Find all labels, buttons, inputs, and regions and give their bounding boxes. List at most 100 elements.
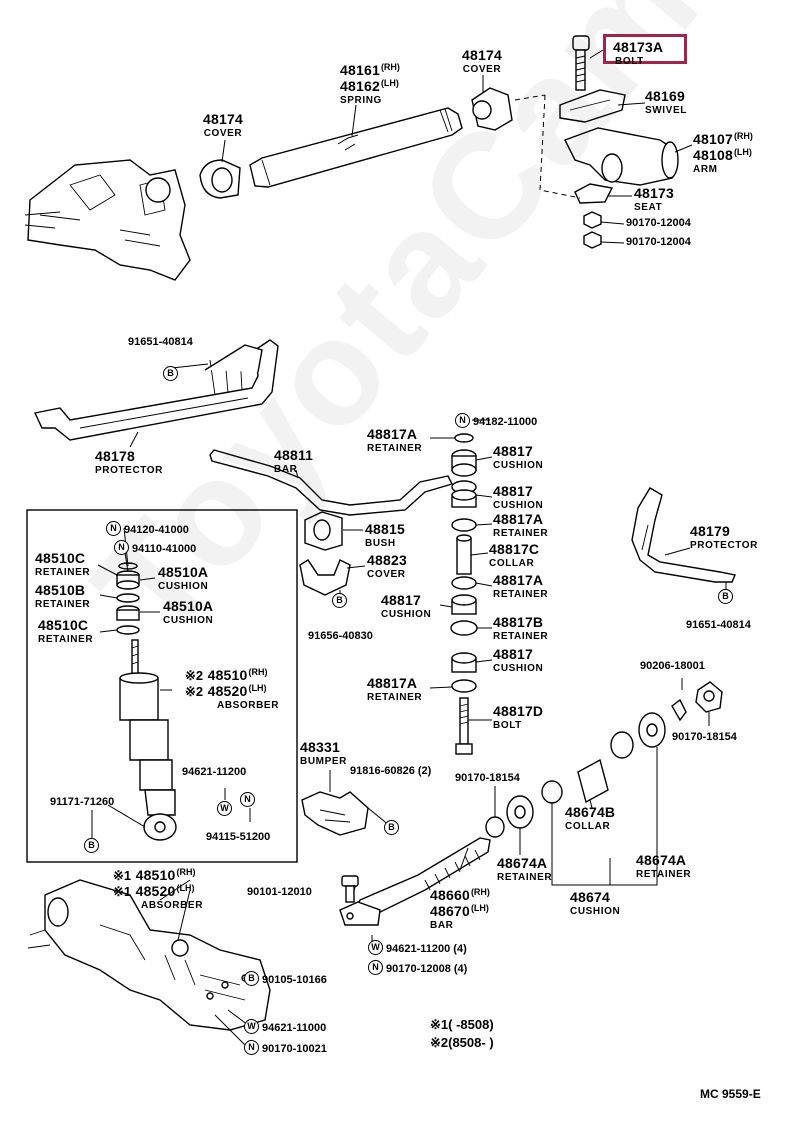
label-48817-2[interactable]: 48817 CUSHION	[493, 484, 543, 511]
part-number: 48510A	[163, 598, 214, 614]
label-48817-4[interactable]: 48817 CUSHION	[493, 647, 543, 674]
label-91656-40830[interactable]: 91656-40830	[308, 630, 373, 642]
side-code: (LH)	[176, 883, 195, 893]
strut-bushing-set	[485, 681, 723, 838]
side-code: (LH)	[470, 903, 489, 913]
label-48674B[interactable]: 48674B COLLAR	[565, 805, 615, 832]
label-94115-51200[interactable]: 94115-51200	[206, 831, 271, 843]
label-94621-11200-a[interactable]: 94621-11200	[182, 766, 247, 778]
label-90170-12004-a[interactable]: 90170-12004	[626, 217, 691, 229]
label-91651-40814-top[interactable]: 91651-40814	[128, 336, 193, 348]
label-48817D[interactable]: 48817D BOLT	[493, 704, 543, 731]
label-90101-12010[interactable]: 90101-12010	[247, 886, 312, 898]
label-48510C-2[interactable]: 48510C RETAINER	[38, 618, 93, 645]
label-48161-spring[interactable]: 48161(RH) 48162(LH) SPRING	[340, 63, 400, 106]
part-number: 48815	[365, 521, 405, 537]
protector-48178-drawing	[33, 339, 279, 441]
part-name: COVER	[462, 64, 502, 75]
label-48817-1[interactable]: 48817 CUSHION	[493, 444, 543, 471]
badge-b-91656: B	[332, 593, 350, 609]
nut-badge-icon: N	[244, 1040, 259, 1056]
part-number: 48817	[493, 646, 533, 662]
swivel-48169-drawing	[559, 89, 626, 123]
label-48674A-2[interactable]: 48674A RETAINER	[636, 853, 691, 880]
label-48817A-3[interactable]: 48817A RETAINER	[493, 573, 548, 600]
part-name: RETAINER	[493, 528, 549, 539]
label-48510C-1[interactable]: 48510C RETAINER	[35, 551, 90, 578]
label-48174-left[interactable]: 48174 COVER	[203, 112, 243, 139]
part-number: 48510A	[158, 564, 209, 580]
highlighted-part-frame[interactable]	[603, 34, 687, 64]
label-90170-18154-a[interactable]: 90170-18154	[455, 772, 520, 784]
label-48173-seat[interactable]: 48173 SEAT	[634, 186, 674, 213]
part-name: CUSHION	[570, 906, 621, 917]
frame-crossmember-top	[24, 159, 191, 281]
stabilizer-bar-48811	[209, 449, 453, 516]
part-name: RETAINER	[497, 872, 553, 883]
bolt-badge-icon: B	[244, 971, 259, 987]
label-48660-bar[interactable]: 48660(RH) 48670(LH) BAR	[430, 888, 490, 931]
label-48179[interactable]: 48179 PROTECTOR	[690, 524, 758, 551]
label-48817-3[interactable]: 48817 CUSHION	[381, 593, 431, 620]
label-48510B[interactable]: 48510B RETAINER	[35, 583, 90, 610]
part-number: 48510B	[35, 582, 86, 598]
part-number: 48510	[135, 867, 176, 883]
part-number: 94182-11000	[473, 416, 538, 428]
bolt-badge-icon: B	[384, 820, 399, 836]
part-number: 48817	[493, 483, 533, 499]
label-48817A-4[interactable]: 48817A RETAINER	[367, 676, 422, 703]
part-number: 48510C	[38, 617, 89, 633]
label-90206-18001[interactable]: 90206-18001	[640, 660, 705, 672]
part-number: 94621-11000	[262, 1022, 327, 1034]
part-number: 48817A	[367, 426, 418, 442]
label-48510-absorber-2[interactable]: ※2 48510(RH) ※2 48520(LH) ABSORBER	[185, 668, 279, 711]
label-48178[interactable]: 48178 PROTECTOR	[95, 449, 163, 476]
badge-b-91816: B	[384, 820, 402, 836]
label-48510A-2[interactable]: 48510A CUSHION	[163, 599, 213, 626]
label-91816-60826[interactable]: 91816-60826 (2)	[350, 765, 432, 777]
part-number: 48161	[340, 62, 380, 78]
date-range: ( -8508)	[448, 1017, 494, 1032]
label-48811-bar[interactable]: 48811 BAR	[274, 448, 313, 475]
part-number: 48108	[693, 147, 733, 163]
label-48817C[interactable]: 48817C COLLAR	[489, 542, 539, 569]
label-48107-arm[interactable]: 48107(RH) 48108(LH) ARM	[693, 132, 753, 175]
label-48823[interactable]: 48823 COVER	[367, 553, 407, 580]
part-name: CUSHION	[493, 663, 544, 674]
label-48174-right[interactable]: 48174 COVER	[462, 48, 502, 75]
part-name: RETAINER	[35, 599, 91, 610]
label-91171-71260[interactable]: 91171-71260	[50, 796, 115, 808]
label-48674-cushion[interactable]: 48674 CUSHION	[570, 890, 620, 917]
label-48815[interactable]: 48815 BUSH	[365, 522, 405, 549]
label-48173A[interactable]: 48173A BOLT	[613, 40, 663, 67]
part-number: 48823	[367, 552, 407, 568]
label-90170-18154-b[interactable]: 90170-18154	[672, 731, 737, 743]
label-48817B[interactable]: 48817B RETAINER	[493, 615, 548, 642]
part-name: ARM	[693, 164, 718, 175]
label-48169[interactable]: 48169 SWIVEL	[645, 89, 687, 116]
label-48674A-1[interactable]: 48674A RETAINER	[497, 856, 552, 883]
nut-badge-icon: N	[240, 792, 255, 808]
label-48817A-1[interactable]: 48817A RETAINER	[367, 427, 422, 454]
label-91651-40814-right[interactable]: 91651-40814	[686, 619, 751, 631]
part-number: 48817A	[493, 511, 544, 527]
label-48510A-1[interactable]: 48510A CUSHION	[158, 565, 208, 592]
label-48331[interactable]: 48331 BUMPER	[300, 740, 347, 767]
label-48817A-2[interactable]: 48817A RETAINER	[493, 512, 548, 539]
cover-48174-right	[471, 87, 513, 131]
washer-badge-icon: W	[368, 940, 383, 956]
assembly-bracket-dashed	[539, 94, 581, 199]
label-90170-12004-b[interactable]: 90170-12004	[626, 236, 691, 248]
label-48510-absorber-1[interactable]: ※1 48510(RH) ※1 48520(LH) ABSORBER	[113, 868, 203, 911]
part-number: 48162	[340, 78, 380, 94]
part-name: BUMPER	[300, 756, 347, 767]
part-number: 48510	[207, 667, 248, 683]
